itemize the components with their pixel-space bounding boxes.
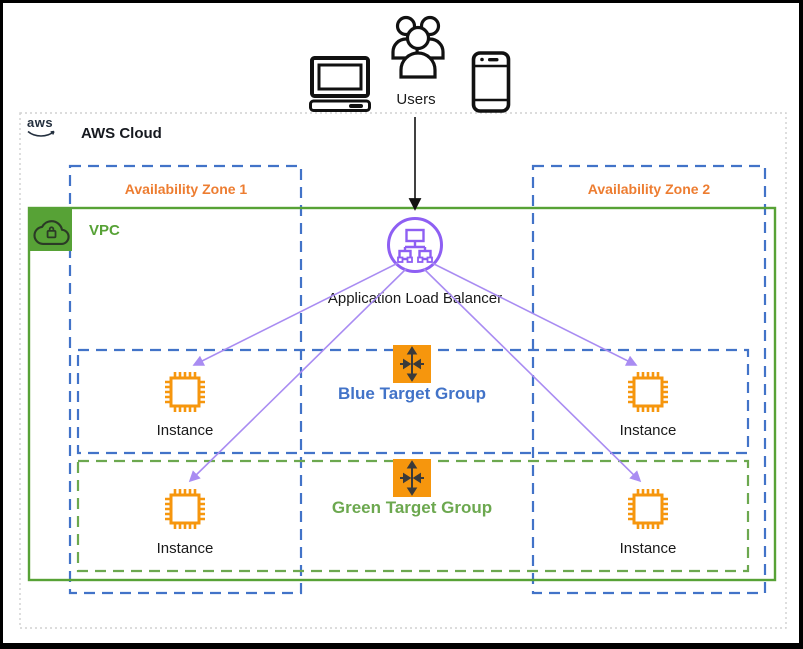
blue-target-group-label: Blue Target Group	[338, 384, 486, 403]
instance-label: Instance	[619, 540, 677, 557]
instance-icon	[628, 372, 668, 412]
aws-logo-swoosh	[27, 130, 55, 137]
users-label: Users	[396, 91, 436, 108]
alb-to-blue-instance-2-arrow	[431, 262, 638, 366]
desktop-computer-icon	[309, 56, 371, 112]
availability-zone-2-label: Availability Zone 2	[587, 181, 711, 197]
aws-logo: aws	[27, 115, 54, 130]
instance-icon	[165, 372, 205, 412]
instance-label: Instance	[619, 422, 677, 439]
availability-zone-1-label: Availability Zone 1	[124, 181, 248, 197]
aws-cloud-label: AWS Cloud	[81, 125, 162, 142]
green-target-group-label: Green Target Group	[331, 498, 493, 517]
instance-icon	[628, 489, 668, 529]
vpc-label: VPC	[89, 222, 120, 239]
instance-label: Instance	[156, 422, 214, 439]
users-group-icon	[391, 15, 445, 79]
instance-label: Instance	[156, 540, 214, 557]
vpc-icon	[30, 209, 72, 251]
alb-to-blue-instance-1-arrow	[192, 262, 399, 366]
application-load-balancer-label: Application Load Balancer	[327, 290, 503, 307]
instance-icon	[165, 489, 205, 529]
mobile-phone-icon	[471, 51, 511, 113]
green-target-group-icon	[393, 459, 431, 497]
blue-target-group-icon	[393, 345, 431, 383]
application-load-balancer-icon	[387, 217, 443, 273]
